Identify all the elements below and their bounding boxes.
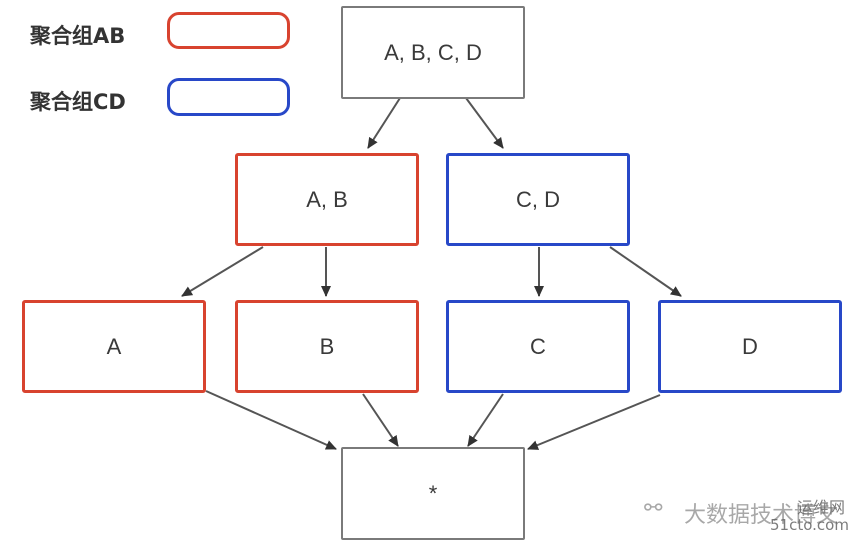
node-cd-label: C, D xyxy=(516,186,560,212)
edge-a-all xyxy=(205,390,337,450)
legend-label-ab: 聚合组AB xyxy=(30,24,126,48)
node-c-label: C xyxy=(530,333,546,359)
legend-swatch-cd xyxy=(167,78,290,116)
edge-d-all xyxy=(527,394,661,450)
node-cd: C, D xyxy=(446,153,630,246)
node-a: A xyxy=(22,300,206,393)
node-d: D xyxy=(658,300,842,393)
watermark-site-name: 运维网 xyxy=(797,498,846,517)
watermark-wechat-icon: ⚯ xyxy=(644,496,663,521)
node-a-label: A xyxy=(106,333,122,359)
node-d-label: D xyxy=(742,333,758,359)
edge-c-all xyxy=(467,393,504,447)
node-ab-label: A, B xyxy=(306,186,348,212)
node-abcd: A, B, C, D xyxy=(341,6,525,99)
watermark-text: 大数据技术博文 xyxy=(684,503,839,528)
node-b-label: B xyxy=(319,333,335,359)
node-ab: A, B xyxy=(235,153,419,246)
node-all-label: * xyxy=(428,480,438,506)
watermark-site-url: 51cto.com xyxy=(770,516,849,534)
node-b: B xyxy=(235,300,419,393)
edge-b-all xyxy=(362,393,399,447)
node-c: C xyxy=(446,300,630,393)
edge-ab-a xyxy=(181,246,264,297)
legend-swatch-ab xyxy=(167,12,290,49)
node-abcd-label: A, B, C, D xyxy=(384,39,482,65)
edge-root-cd xyxy=(465,97,504,149)
node-all: * xyxy=(341,447,525,540)
edge-cd-d xyxy=(609,246,682,297)
edge-root-ab xyxy=(367,97,401,149)
legend-label-cd: 聚合组CD xyxy=(30,90,126,114)
